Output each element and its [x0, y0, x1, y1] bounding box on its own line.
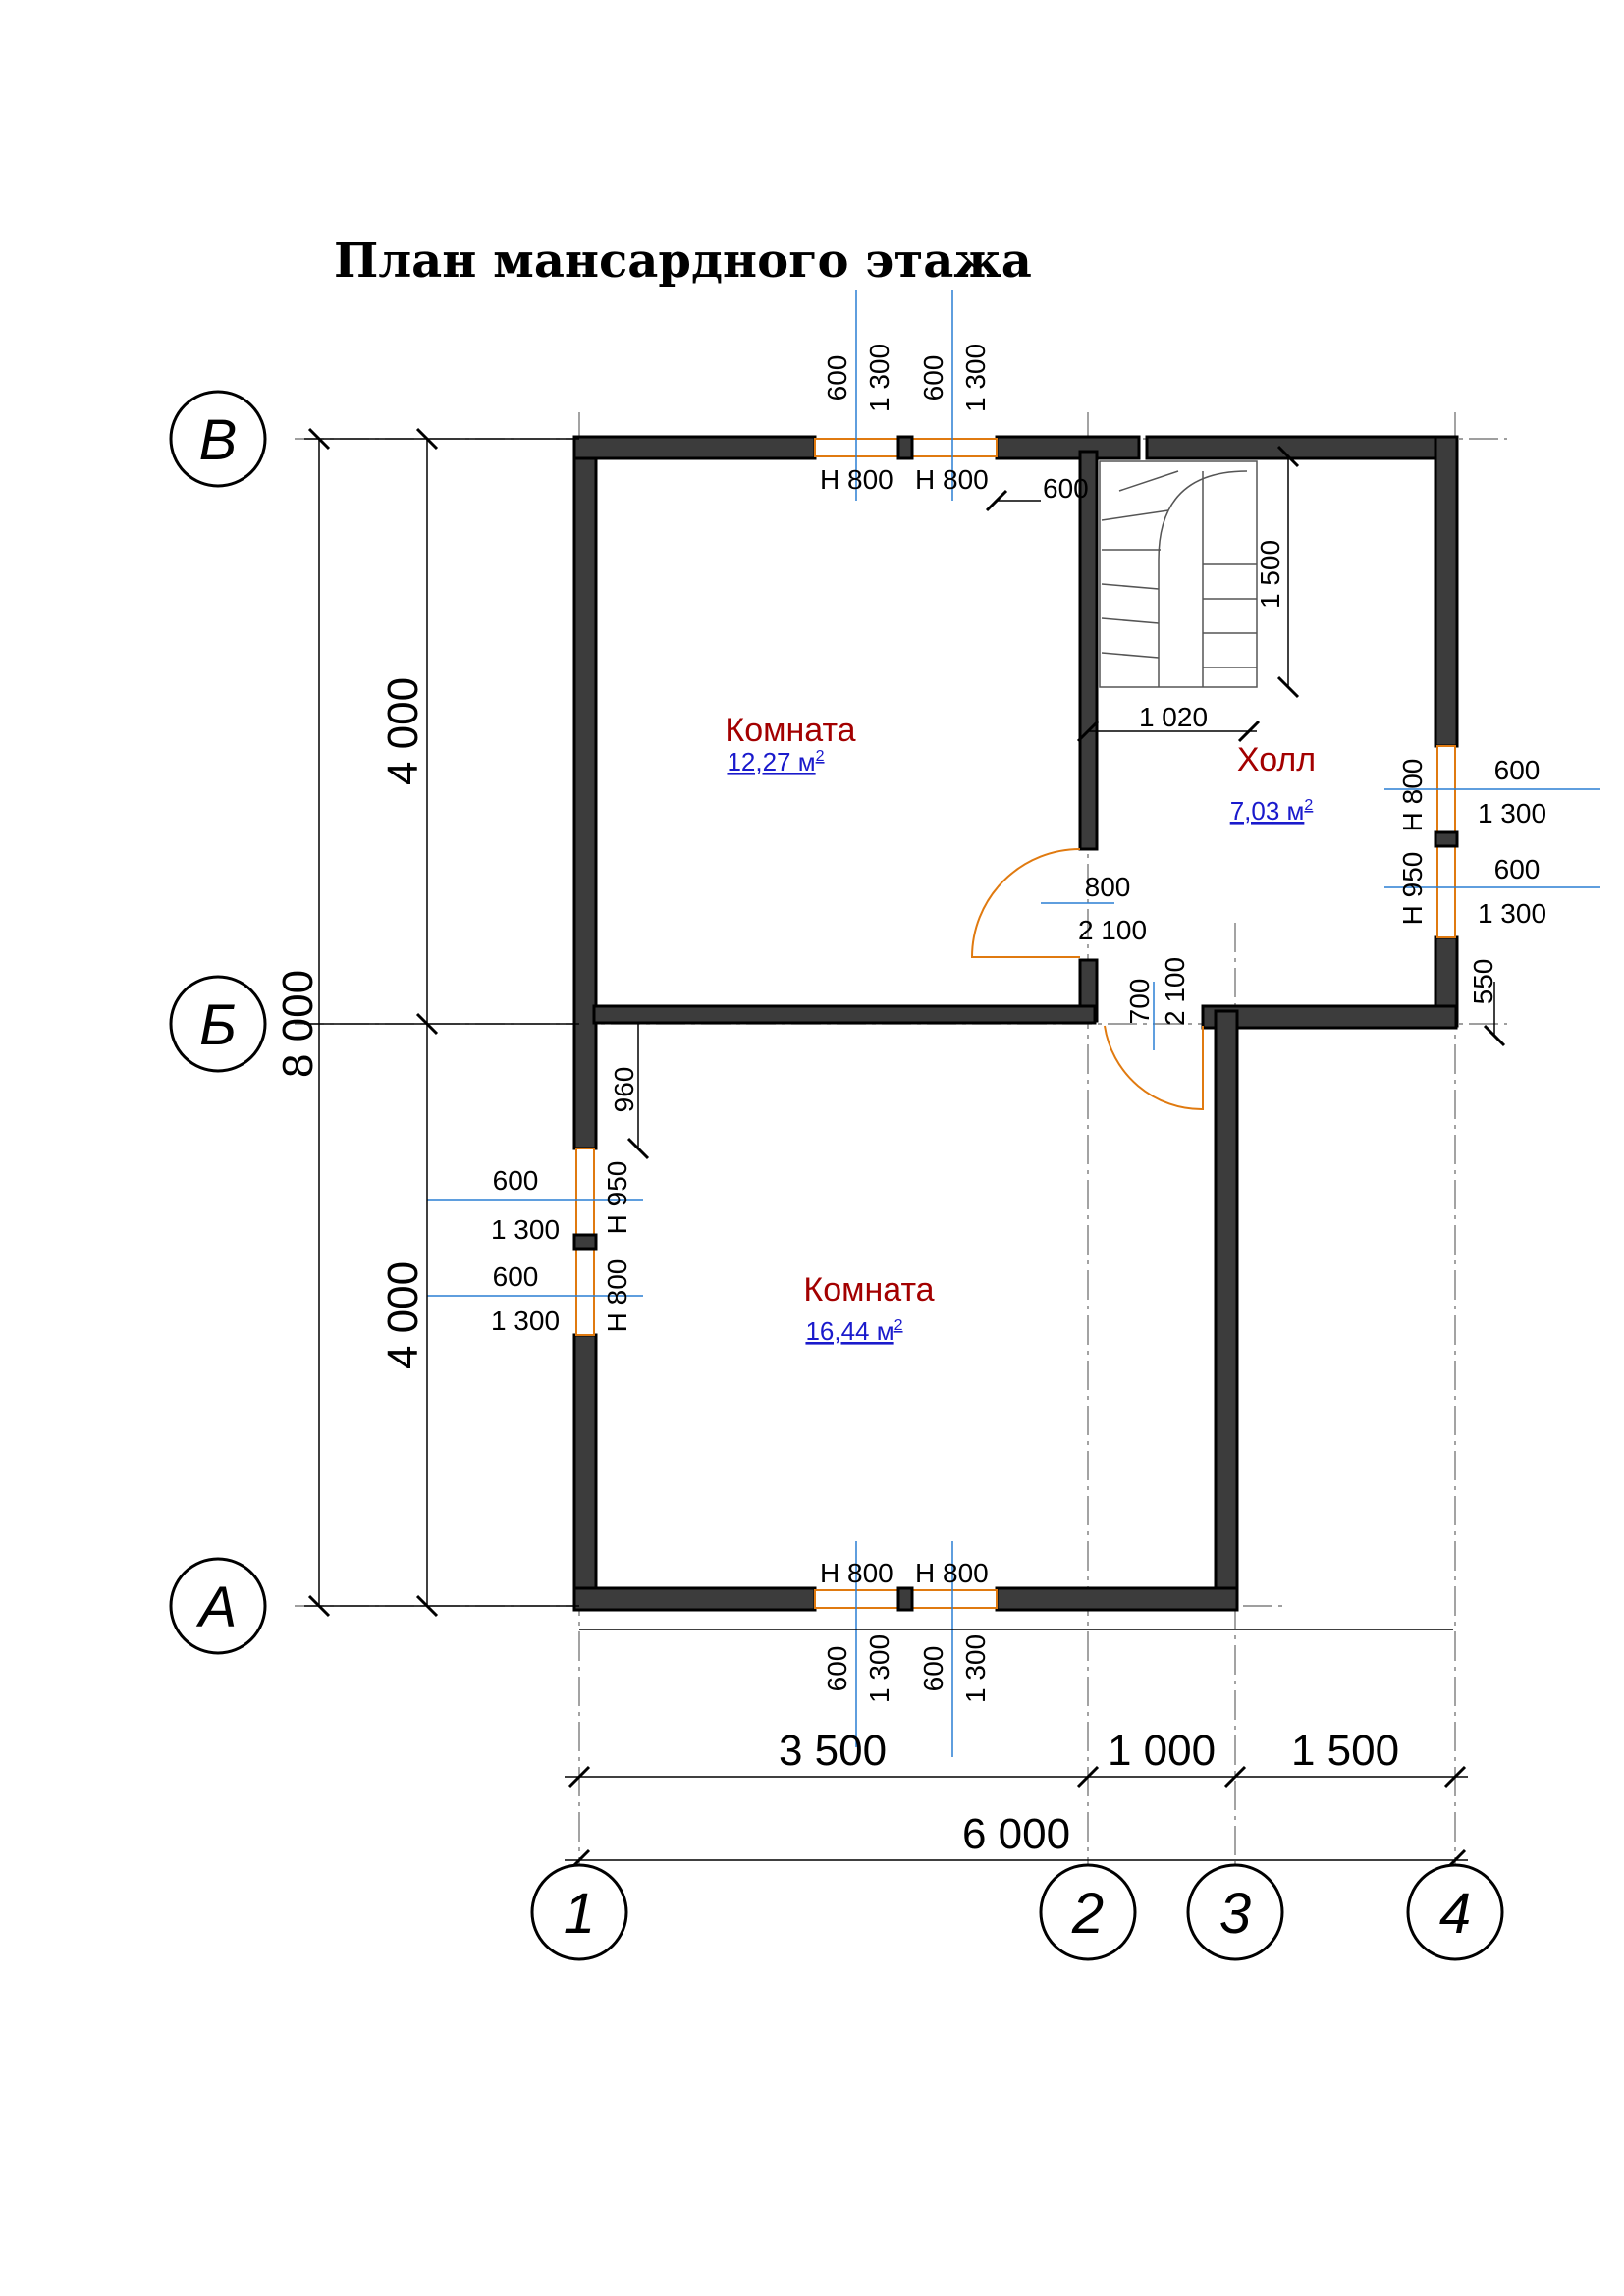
win-top-2-h: 1 300 — [960, 344, 991, 412]
axis-label-4: 4 — [1439, 1882, 1471, 1946]
win-left-2-w: 600 — [493, 1261, 539, 1292]
win-right-2-w: 600 — [1494, 854, 1541, 884]
room-1-name: Комната — [725, 712, 855, 749]
dim-bottom-3: 1 500 — [1291, 1727, 1399, 1775]
axis-markers-cols: 1 2 3 4 — [530, 1863, 1504, 1961]
room-3-name: Комната — [803, 1271, 934, 1308]
dim-left-top: 4 000 — [379, 677, 427, 785]
windows — [572, 435, 1459, 1612]
win-right-2-h: 1 300 — [1478, 898, 1546, 929]
staircase — [1099, 460, 1258, 688]
dim-bottom-total: 6 000 — [962, 1810, 1070, 1858]
dim-stair-length: 1 500 — [1255, 540, 1285, 609]
win-top-1-sill: Н 800 — [820, 464, 893, 495]
dim-door2-h: 2 100 — [1160, 957, 1190, 1026]
doors — [970, 848, 1204, 1111]
dim-door-w: 800 — [1085, 872, 1131, 902]
dimension-texts: 4 000 4 000 8 000 3 500 1 000 1 500 6 00… — [274, 677, 1399, 1858]
window-labels-top: 600 1 300 600 1 300 Н 800 Н 800 — [820, 344, 991, 495]
win-bot-2-h: 1 300 — [960, 1634, 991, 1703]
room-2-name: Холл — [1237, 741, 1316, 778]
win-bot-2-sill: Н 800 — [915, 1558, 989, 1588]
walls — [572, 435, 1459, 1612]
axis-label-b: Б — [199, 993, 237, 1057]
win-right-1-sill: Н 800 — [1397, 759, 1428, 832]
window-guides — [427, 290, 1600, 1757]
win-top-1-h: 1 300 — [864, 344, 894, 412]
room-3-area: 16,44 м2 — [805, 1316, 902, 1346]
dimension-lines — [304, 427, 1506, 1872]
win-left-1-w: 600 — [493, 1165, 539, 1196]
axis-label-3: 3 — [1219, 1882, 1251, 1946]
dim-bottom-1: 3 500 — [779, 1727, 887, 1775]
win-left-1-sill: Н 950 — [602, 1161, 632, 1235]
plan-title: План мансардного этажа — [334, 234, 1032, 289]
axis-label-2: 2 — [1071, 1882, 1104, 1946]
axis-label-a: А — [196, 1575, 238, 1639]
win-bot-2-w: 600 — [918, 1646, 948, 1692]
dim-bottom-2: 1 000 — [1108, 1727, 1216, 1775]
win-left-1-h: 1 300 — [491, 1214, 560, 1245]
room-1-area: 12,27 м2 — [727, 747, 824, 776]
dim-door2-w: 700 — [1124, 979, 1155, 1025]
dim-right-offset: 550 — [1468, 959, 1498, 1005]
dim-left-bottom: 4 000 — [379, 1261, 427, 1369]
room-labels: Комната 12,27 м2 Холл 7,03 м2 Комната 16… — [725, 712, 1316, 1346]
dim-door-h: 2 100 — [1078, 915, 1147, 945]
win-left-2-h: 1 300 — [491, 1306, 560, 1336]
win-bot-1-h: 1 300 — [864, 1634, 894, 1703]
small-dimension-texts: 600 1 020 1 500 800 2 100 700 2 100 550 … — [609, 473, 1498, 1112]
axis-markers-rows: В Б А — [169, 390, 267, 1655]
win-top-2-sill: Н 800 — [915, 464, 989, 495]
win-bot-1-sill: Н 800 — [820, 1558, 893, 1588]
dim-top-offset: 600 — [1043, 473, 1089, 504]
win-top-1-w: 600 — [822, 355, 852, 401]
room-2-area: 7,03 м2 — [1230, 796, 1314, 826]
axis-label-1: 1 — [564, 1882, 595, 1946]
window-labels-right: 600 1 300 600 1 300 Н 800 Н 950 — [1397, 755, 1546, 929]
dim-left-offset: 960 — [609, 1067, 639, 1113]
axis-label-v: В — [199, 408, 238, 472]
win-right-2-sill: Н 950 — [1397, 852, 1428, 926]
dim-left-total: 8 000 — [274, 970, 322, 1078]
win-bot-1-w: 600 — [822, 1646, 852, 1692]
window-labels-left: 600 1 300 600 1 300 Н 950 Н 800 — [491, 1161, 632, 1336]
win-right-1-h: 1 300 — [1478, 798, 1546, 828]
win-right-1-w: 600 — [1494, 755, 1541, 785]
dim-stair-width: 1 020 — [1139, 702, 1208, 732]
win-top-2-w: 600 — [918, 355, 948, 401]
axis-lines — [295, 412, 1507, 1865]
win-left-2-sill: Н 800 — [602, 1259, 632, 1333]
window-labels-bottom: Н 800 Н 800 600 1 300 600 1 300 — [820, 1558, 991, 1703]
